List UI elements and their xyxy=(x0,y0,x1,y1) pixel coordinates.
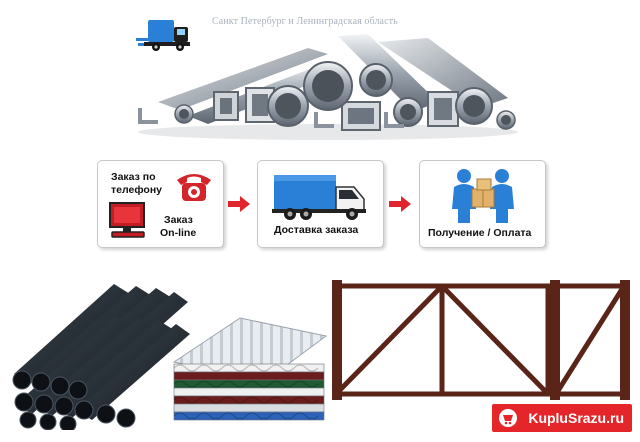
phone-order-line2: телефону xyxy=(111,184,162,196)
computer-icon xyxy=(109,202,145,238)
online-order-line2: On-line xyxy=(160,227,197,239)
watermark-text: KupluSrazu.ru xyxy=(528,410,624,426)
arrow-right-icon xyxy=(228,196,250,212)
phone-order-line1: Заказ по xyxy=(111,171,156,183)
delivery-step-card: Доставка заказа xyxy=(257,160,384,248)
delivery-truck-icon xyxy=(136,20,190,51)
handover-people-icon xyxy=(452,169,514,223)
online-order-line1: Заказ xyxy=(164,214,193,226)
watermark-badge: KupluSrazu.ru xyxy=(492,404,632,432)
round-pipes-image xyxy=(12,284,190,430)
receipt-payment-label: Получение / Оплата xyxy=(428,227,532,239)
receipt-step-card: Получение / Оплата xyxy=(419,160,546,248)
gates-frame-image xyxy=(332,280,630,400)
region-caption: Санкт Петербург и Ленинградская область xyxy=(212,16,398,27)
phone-icon xyxy=(177,174,211,201)
steel-profiles-image xyxy=(138,34,518,140)
delivery-label: Доставка заказа xyxy=(274,224,359,236)
corrugated-sheets-image xyxy=(172,317,328,421)
arrow-right-icon xyxy=(389,196,411,212)
truck-icon xyxy=(272,175,366,220)
order-step-card: Заказ по телефону Заказ On-line xyxy=(97,160,224,248)
watermark-logo-icon xyxy=(499,409,518,427)
